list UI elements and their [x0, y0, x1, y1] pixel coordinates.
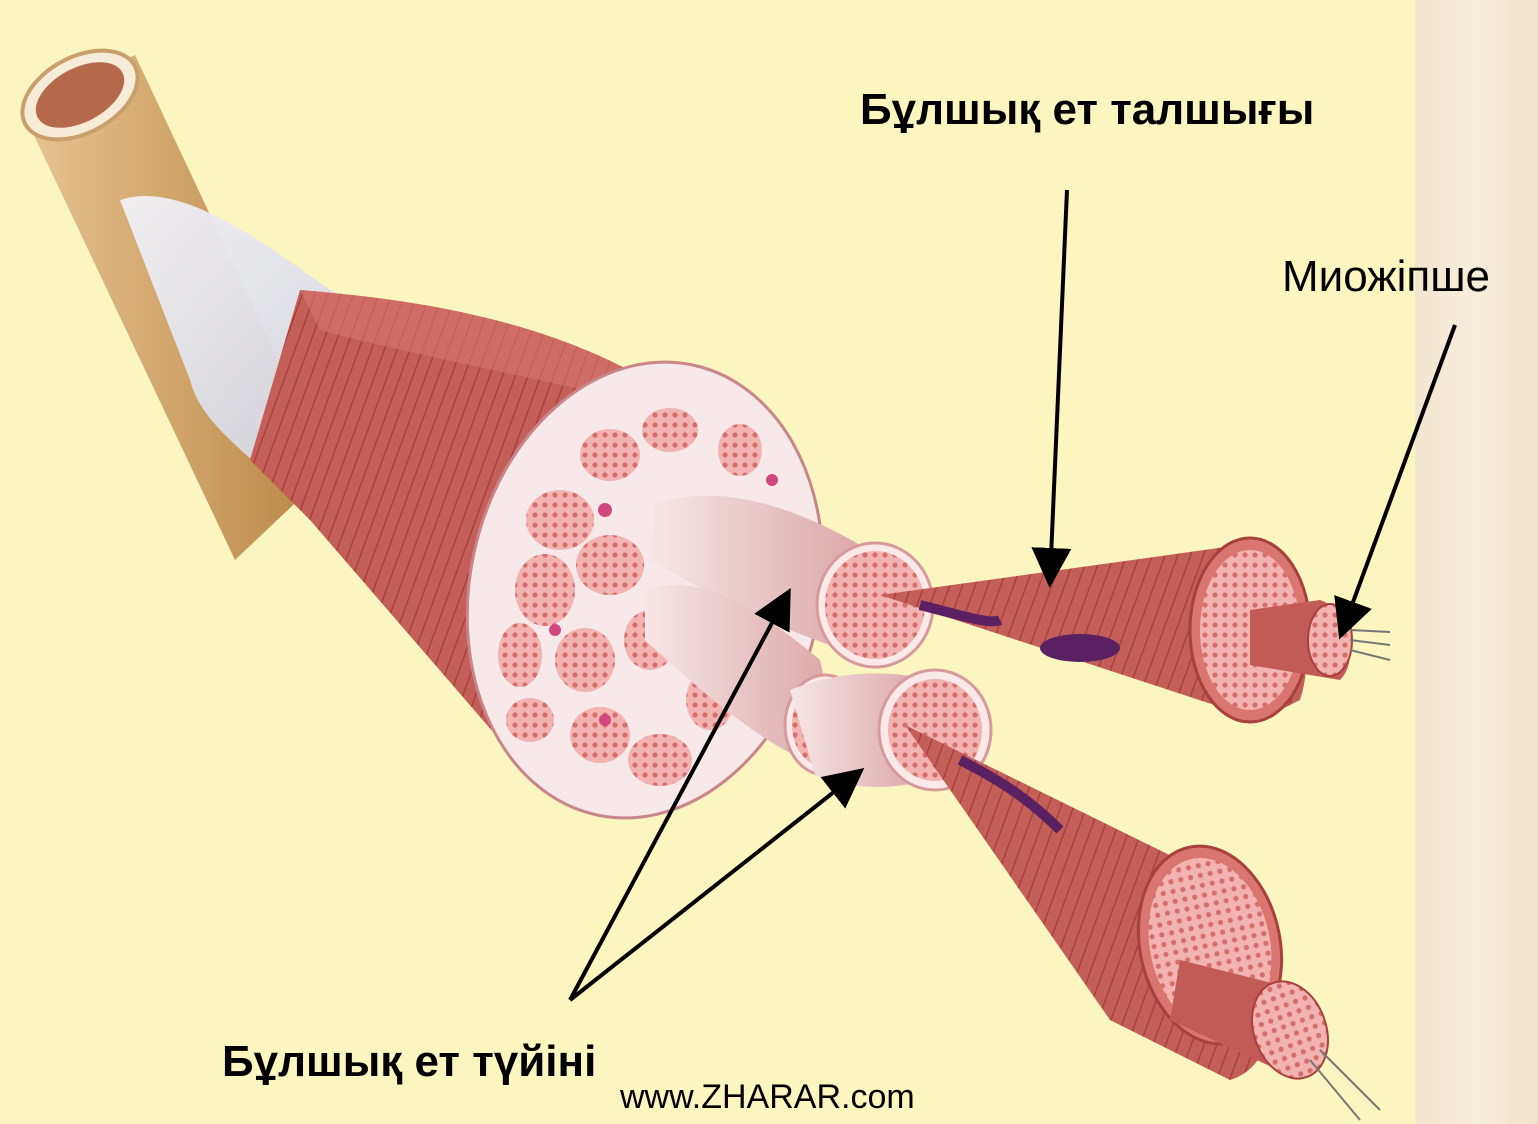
- label-muscle-fiber: Бұлшық ет талшығы: [860, 88, 1314, 132]
- label-muscle-bundle: Бұлшық ет түйіні: [222, 1040, 596, 1084]
- watermark: www.ZHARAR.com: [620, 1080, 915, 1114]
- muscle-fiber-lower: [905, 725, 1380, 1120]
- arrow-fiber: [1050, 190, 1067, 580]
- label-myofibril: Миожіпше: [1282, 255, 1490, 299]
- arrow-myofibril: [1342, 325, 1455, 632]
